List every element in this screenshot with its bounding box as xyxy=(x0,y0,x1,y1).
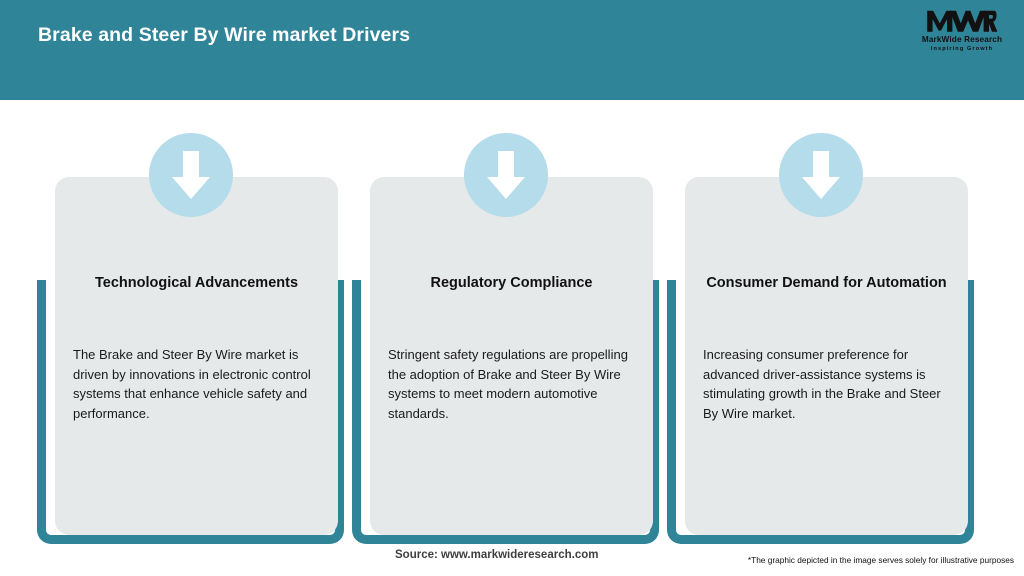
source-note: Source: www.markwideresearch.com xyxy=(395,549,599,561)
driver-cards-container: Technological Advancements The Brake and… xyxy=(0,100,1024,544)
disclaimer-note: *The graphic depicted in the image serve… xyxy=(747,555,1014,565)
arrow-down-icon-badge xyxy=(148,133,233,217)
mwr-monogram-icon xyxy=(927,10,998,32)
card-body-text: Stringent safety regulations are propell… xyxy=(388,347,628,421)
card-frame-accent xyxy=(352,280,659,544)
card-frame-accent xyxy=(37,280,344,544)
driver-card-1[interactable]: Technological Advancements The Brake and… xyxy=(37,100,344,544)
arrow-down-icon xyxy=(486,151,525,199)
card-title: Consumer Demand for Automation xyxy=(706,275,947,291)
card-title: Technological Advancements xyxy=(94,275,299,291)
driver-card-2[interactable]: Regulatory Compliance Stringent safety r… xyxy=(352,100,659,544)
arrow-down-icon xyxy=(171,151,210,199)
card-frame-accent xyxy=(667,280,974,544)
page-title: Brake and Steer By Wire market Drivers xyxy=(38,24,411,46)
arrow-down-icon xyxy=(801,151,840,199)
arrow-down-icon-badge xyxy=(463,133,548,217)
arrow-down-icon-badge xyxy=(778,133,863,217)
card-surface: Consumer Demand for Automation Increasin… xyxy=(685,177,968,535)
card-surface: Technological Advancements The Brake and… xyxy=(55,177,338,535)
logo: MarkWide Research Inspiring Growth xyxy=(912,8,1012,60)
logo-tagline: Inspiring Growth xyxy=(930,46,994,52)
header-bar: Brake and Steer By Wire market Drivers M… xyxy=(0,0,1024,100)
driver-card-3[interactable]: Consumer Demand for Automation Increasin… xyxy=(667,100,974,544)
card-surface: Regulatory Compliance Stringent safety r… xyxy=(370,177,653,535)
logo-company-name: MarkWide Research xyxy=(921,35,1003,44)
card-body-text: Increasing consumer preference for advan… xyxy=(703,347,941,421)
card-title: Regulatory Compliance xyxy=(430,275,593,291)
card-body-text: The Brake and Steer By Wire market is dr… xyxy=(73,347,311,421)
